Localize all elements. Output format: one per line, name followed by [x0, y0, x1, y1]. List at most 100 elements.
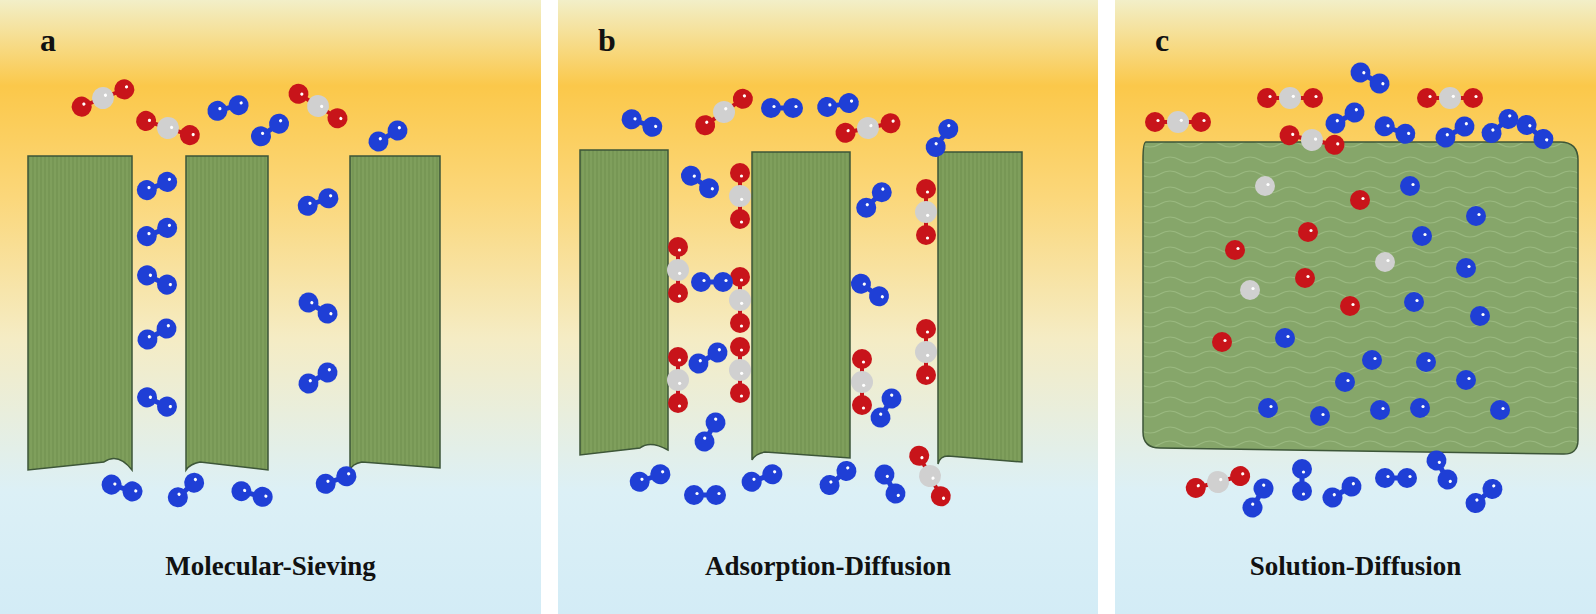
n2-molecule [1432, 113, 1478, 151]
co2-molecule [729, 163, 751, 229]
atom-highlight [1354, 108, 1358, 112]
co2-molecule [915, 319, 937, 385]
n2-molecule [295, 289, 341, 327]
atom-highlight [1386, 475, 1389, 478]
atom [852, 395, 872, 415]
atom-highlight [1437, 460, 1441, 464]
atom [760, 461, 786, 487]
dissolved-atom [1310, 406, 1330, 426]
dissolved-atom [1298, 222, 1318, 242]
atom-highlight [1386, 259, 1389, 262]
atom [134, 384, 161, 411]
atom-highlight [1362, 71, 1366, 75]
n2-molecule [867, 385, 905, 431]
atom-highlight [82, 102, 86, 106]
atom-highlight [1448, 479, 1452, 483]
co2-molecule [284, 79, 352, 133]
atom-highlight [148, 273, 152, 277]
atom-highlight [148, 395, 152, 399]
atom-highlight [740, 174, 743, 177]
atom [739, 469, 765, 495]
n2-molecule [627, 461, 673, 494]
atom [1278, 123, 1302, 147]
atom-highlight [397, 126, 401, 130]
n2-molecule [1477, 105, 1522, 147]
atom [691, 272, 711, 292]
co2-molecule [1257, 87, 1323, 109]
co2-molecule [729, 337, 751, 403]
atom-highlight [705, 120, 709, 124]
atom [1375, 252, 1395, 272]
n2-molecule [99, 472, 145, 504]
atom-highlight [308, 379, 312, 383]
atom-highlight [881, 187, 886, 192]
atom-highlight [862, 406, 865, 409]
atom [916, 319, 936, 339]
atom [627, 469, 653, 495]
dissolved-atom [1340, 296, 1360, 316]
atom-highlight [1291, 132, 1295, 136]
atom [1184, 476, 1208, 500]
atom [111, 76, 137, 102]
dissolved-atom [1400, 176, 1420, 196]
dissolved-atom [1456, 258, 1476, 278]
atom [1470, 306, 1490, 326]
atom-highlight [772, 105, 775, 108]
atom [668, 347, 688, 367]
atom-highlight [1491, 128, 1496, 133]
co2-molecule [68, 75, 137, 120]
atom [1303, 88, 1323, 108]
panel-caption: Molecular-Sieving [165, 551, 375, 582]
atom [695, 174, 723, 202]
n2-molecule [134, 215, 180, 249]
atom-highlight [147, 186, 151, 190]
dissolved-atom [1362, 350, 1382, 370]
atom [89, 84, 118, 113]
atom-highlight [1415, 299, 1418, 302]
co2-molecule [1145, 111, 1211, 133]
atom-highlight [865, 202, 870, 207]
atom-highlight [654, 124, 658, 128]
atom-highlight [1236, 247, 1239, 250]
atom [134, 223, 160, 249]
atom-highlight [308, 201, 312, 205]
atom-highlight [1508, 114, 1513, 119]
atom [878, 385, 905, 412]
atom-highlight [692, 174, 696, 178]
panel-caption: Adsorption-Diffusion [705, 551, 951, 582]
atom [384, 117, 411, 144]
atom [1416, 352, 1436, 372]
atom [1456, 258, 1476, 278]
atom-highlight [740, 394, 743, 397]
panel-ground [0, 0, 541, 614]
panel: cSolution-Diffusion [1115, 0, 1596, 614]
atom [1404, 292, 1424, 312]
n2-molecule [313, 463, 359, 496]
atom-highlight [103, 93, 107, 97]
atom [1529, 125, 1557, 153]
atom-highlight [879, 412, 883, 416]
atom-highlight [1361, 197, 1364, 200]
atom-highlight [1321, 413, 1324, 416]
dissolved-atom [1240, 280, 1260, 300]
atom [1456, 370, 1476, 390]
atom-highlight [1481, 313, 1484, 316]
co2-molecule [691, 84, 758, 140]
atom [1410, 398, 1430, 418]
atom-highlight [1302, 492, 1305, 495]
atom [314, 300, 341, 327]
n2-molecule [295, 359, 341, 397]
atom-highlight [678, 248, 681, 251]
atom [1205, 469, 1232, 496]
atom-highlight [1475, 498, 1480, 503]
atom [1439, 87, 1461, 109]
atom-highlight [740, 372, 743, 375]
atom-highlight [1269, 405, 1272, 408]
atom [1463, 88, 1483, 108]
atom-highlight [1251, 287, 1254, 290]
atom-highlight [740, 348, 743, 351]
n2-molecule [761, 98, 803, 118]
atom [667, 259, 689, 281]
atom [265, 110, 293, 138]
atom-highlight [1423, 233, 1426, 236]
